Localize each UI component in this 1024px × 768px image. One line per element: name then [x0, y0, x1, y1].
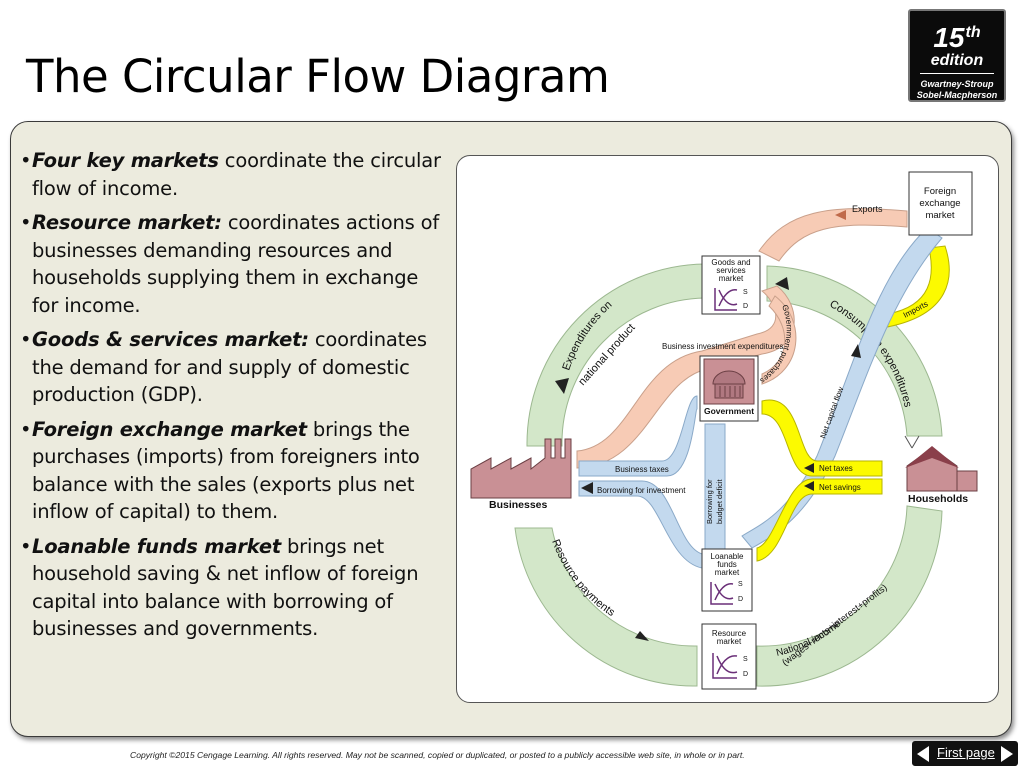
- borrowing-investment-arrow-icon: [581, 482, 593, 494]
- households-house-icon: [904, 435, 978, 492]
- goods-market-label-2: services: [716, 266, 745, 275]
- supply-demand-icon: [710, 582, 734, 605]
- bullet-text: coordinate the circular flow of income.: [32, 149, 441, 200]
- expenditures-arrow-icon: [555, 378, 569, 394]
- supply-demand-icon: [714, 288, 738, 311]
- badge-divider: [920, 73, 994, 74]
- edition-number: 15: [933, 22, 965, 53]
- supply-demand-icon: [712, 653, 738, 679]
- authors-line-2: Sobel-Macpherson: [916, 90, 998, 100]
- demand-mark: D: [743, 303, 748, 310]
- exports-arrow-icon: [835, 210, 846, 220]
- bullet-item: •Resource market: coordinates actions of…: [20, 211, 439, 317]
- bullet-term: Four key markets: [32, 149, 219, 172]
- edition-suffix: th: [965, 24, 981, 41]
- loanable-funds-label-1: Loanable: [711, 552, 744, 561]
- bullet-term: Loanable funds market: [32, 534, 281, 558]
- bullet-text: brings the purchases (imports) from fore…: [32, 417, 420, 524]
- demand-mark: D: [738, 596, 743, 603]
- expenditures-flow: [526, 263, 706, 447]
- copyright-notice: Copyright ©2015 Cengage Learning. All ri…: [130, 750, 745, 760]
- budget-deficit-label-1: Borrowing for: [705, 479, 714, 524]
- business-taxes-label: Business taxes: [615, 465, 669, 474]
- resource-payments-flow: [514, 527, 698, 687]
- net-savings-flow: [756, 478, 883, 562]
- demand-mark: D: [743, 671, 748, 678]
- circular-flow-figure: Exports Expenditures on Consumption expe…: [456, 155, 999, 703]
- bullet-list: •Four key markets coordinate the circula…: [20, 147, 445, 650]
- supply-mark: S: [743, 289, 748, 296]
- net-taxes-label: Net taxes: [819, 464, 853, 473]
- bullet-item: •Four key markets coordinate the circula…: [20, 149, 441, 200]
- government-purchases-flow: [761, 295, 797, 385]
- business-investment-label: Business investment expenditures: [662, 342, 783, 351]
- edition-word: edition: [930, 52, 984, 69]
- loanable-funds-label-2: funds: [717, 560, 737, 569]
- bullet-text: coordinates the demand for and supply of…: [32, 328, 427, 406]
- bullet-term: Resource market:: [32, 211, 222, 234]
- households-label: Households: [908, 493, 968, 505]
- supply-mark: S: [743, 656, 748, 663]
- businesses-factory-icon: [470, 438, 572, 499]
- goods-market-label-1: Goods and: [711, 258, 750, 267]
- bullet-term: Goods & services market:: [32, 328, 309, 351]
- net-savings-arrow-icon: [804, 481, 814, 491]
- businesses-label: Businesses: [489, 499, 548, 511]
- slide-title: The Circular Flow Diagram: [26, 50, 610, 103]
- bullet-term: Foreign exchange market: [32, 417, 307, 441]
- national-income-flow: [756, 505, 943, 687]
- consumption-flow: [766, 265, 943, 437]
- net-capital-flow: [741, 227, 943, 549]
- bullet-item: •Foreign exchange market brings the purc…: [20, 417, 420, 524]
- net-savings-label: Net savings: [819, 483, 861, 492]
- government-label: Government: [704, 406, 754, 416]
- consumption-arrow-icon: [775, 277, 789, 290]
- circular-flow-diagram: Exports Expenditures on Consumption expe…: [470, 171, 978, 690]
- foreign-exchange-label-1: Foreign: [924, 186, 956, 197]
- resource-payments-arrow-icon: [635, 631, 649, 641]
- resource-market: Resource market S D: [701, 623, 757, 690]
- first-page-button[interactable]: First page: [912, 741, 1018, 766]
- exports-flow: [758, 208, 908, 262]
- foreign-exchange-label-3: market: [925, 210, 954, 221]
- borrowing-investment-label: Borrowing for investment: [597, 486, 686, 495]
- bullet-text: brings net household saving & net inflow…: [32, 534, 419, 641]
- business-investment-flow: [576, 285, 795, 469]
- bullet-text: coordinates actions of businesses demand…: [32, 211, 439, 317]
- goods-services-market: Goods and services market S D: [701, 255, 761, 315]
- foreign-exchange-market: Foreign exchange market: [908, 171, 973, 236]
- previous-arrow-icon[interactable]: [917, 746, 929, 762]
- budget-deficit-label-2: budget deficit: [715, 478, 724, 524]
- resource-market-label-2: market: [717, 637, 742, 646]
- authors-line-1: Gwartney-Stroup: [920, 79, 994, 89]
- loanable-funds-market: Loanable funds market S D: [701, 548, 753, 612]
- bullet-item: •Loanable funds market brings net househ…: [20, 534, 419, 641]
- goods-market-label-3: market: [719, 274, 744, 283]
- next-arrow-icon[interactable]: [1001, 746, 1013, 762]
- business-taxes-flow: [578, 395, 698, 477]
- government-building-icon: [699, 355, 759, 422]
- first-page-link[interactable]: First page: [937, 745, 995, 760]
- resource-market-label-1: Resource: [712, 629, 747, 638]
- exports-label: Exports: [852, 204, 883, 214]
- net-capital-arrow-icon: [851, 344, 861, 358]
- net-taxes-flow: [761, 399, 883, 477]
- bullet-item: •Goods & services market: coordinates th…: [20, 328, 427, 406]
- loanable-funds-label-3: market: [715, 568, 740, 577]
- edition-badge: 15th edition Gwartney-Stroup Sobel-Macph…: [908, 9, 1006, 102]
- foreign-exchange-label-2: exchange: [919, 198, 960, 209]
- supply-mark: S: [738, 581, 743, 588]
- net-taxes-arrow-icon: [804, 463, 814, 473]
